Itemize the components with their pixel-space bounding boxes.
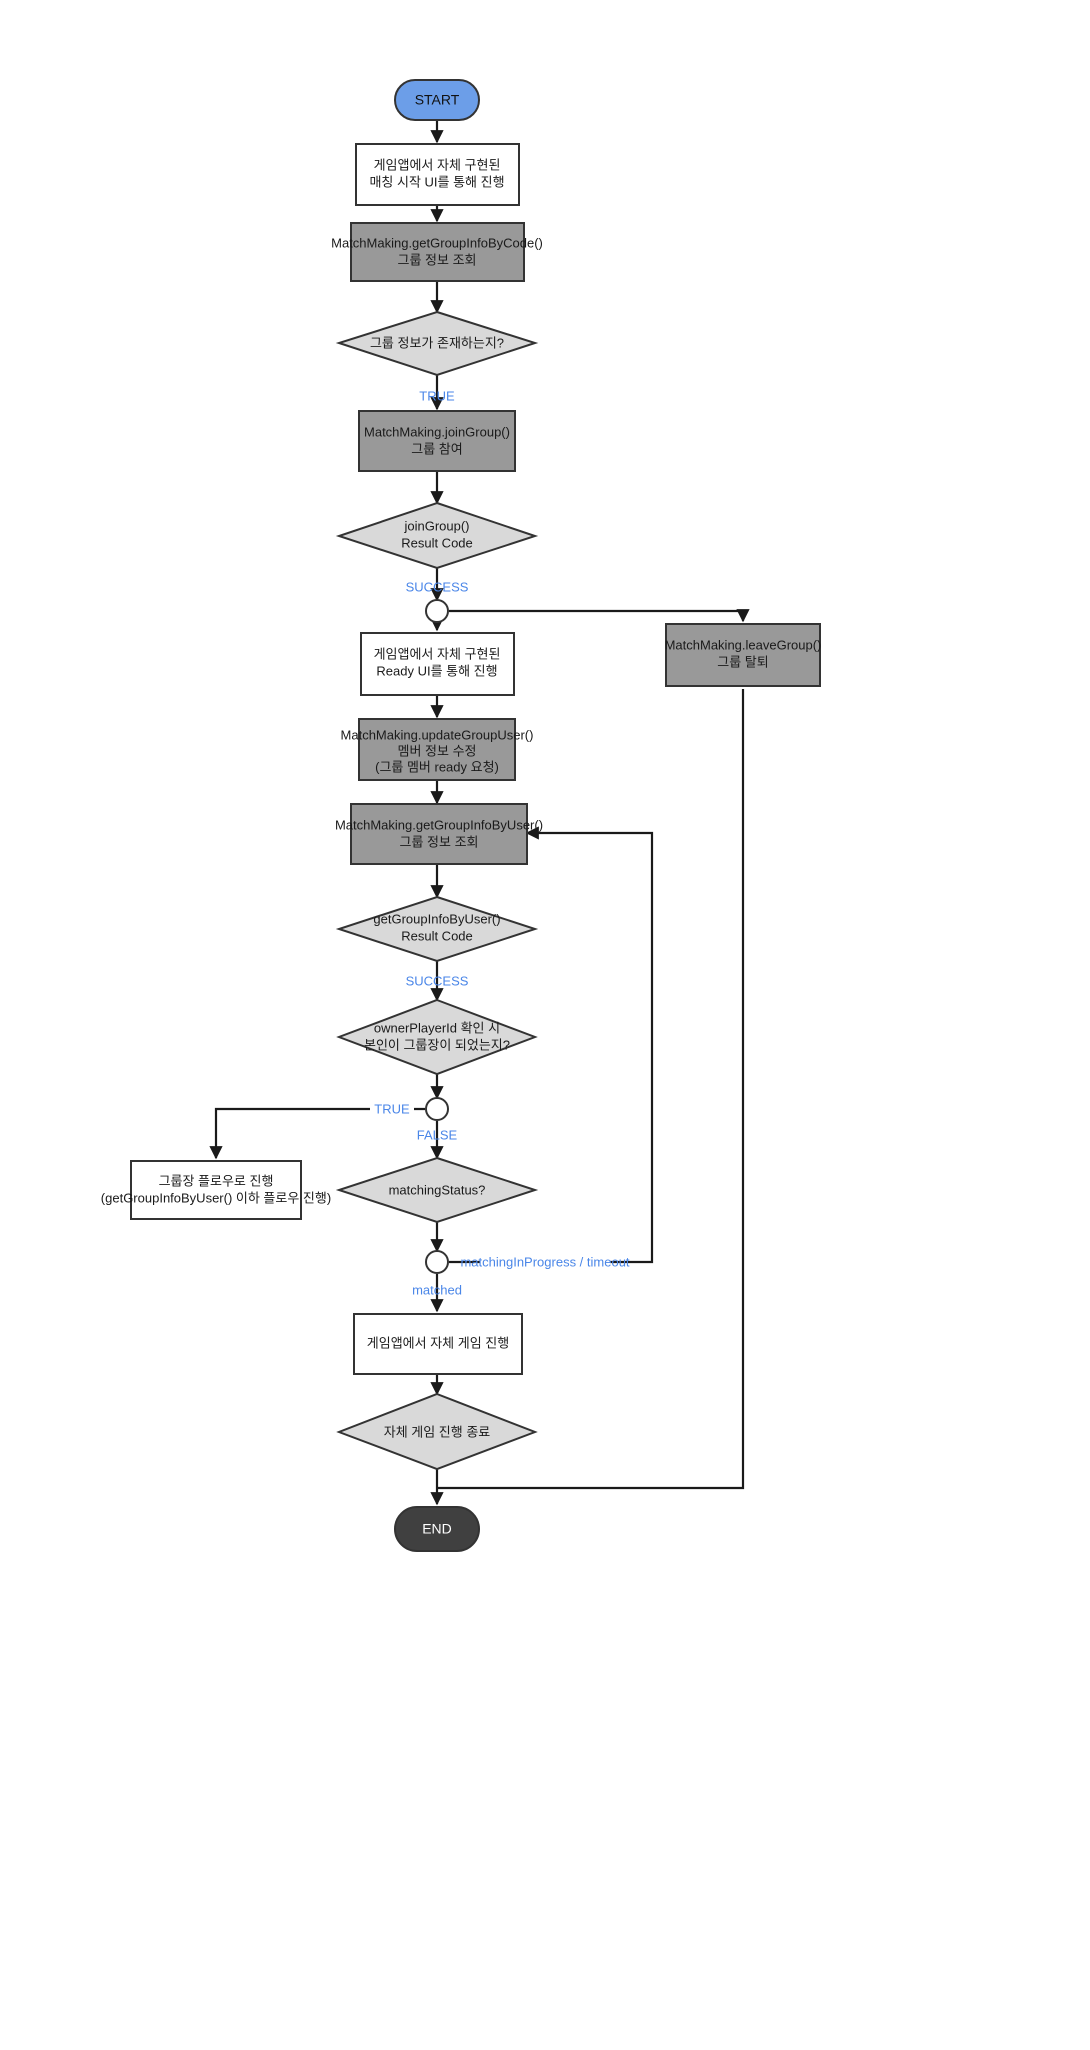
node-get-group-info-by-user-result-line1: getGroupInfoByUser()	[373, 911, 500, 926]
node-matching-status-label: matchingStatus?	[389, 1182, 486, 1197]
node-get-group-info-by-user-result[interactable]: getGroupInfoByUser() Result Code	[335, 895, 539, 963]
junction-after-join-success	[425, 599, 449, 623]
node-owner-flow-line1: 그룹장 플로우로 진행	[159, 1173, 274, 1188]
node-join-group-result[interactable]: joinGroup() Result Code	[335, 501, 539, 570]
node-update-group-user[interactable]: MatchMaking.updateGroupUser() 멤버 정보 수정 (…	[341, 718, 534, 781]
edge-label-owner-false: FALSE	[417, 1127, 458, 1142]
node-ready-ui-line2: Ready UI를 통해 진행	[376, 663, 497, 678]
node-owner-check[interactable]: ownerPlayerId 확인 시 본인이 그룹장이 되었는지?	[336, 998, 538, 1076]
edge-label-owner-true: TRUE	[374, 1101, 410, 1116]
junction-owner-check	[425, 1097, 449, 1121]
node-get-group-info-by-code-line2: 그룹 정보 조회	[398, 252, 477, 267]
edge-label-join-group-success: SUCCESS	[406, 579, 469, 594]
node-join-group[interactable]: MatchMaking.joinGroup() 그룹 참여	[358, 410, 516, 472]
edge-label-matched: matched	[412, 1282, 462, 1297]
node-join-group-line1: MatchMaking.joinGroup()	[364, 424, 510, 439]
edge-label-matching-in-progress: matchingInProgress / timeout	[460, 1254, 629, 1269]
node-owner-check-line2: 본인이 그룹장이 되었는지?	[364, 1037, 510, 1052]
node-owner-check-line1: ownerPlayerId 확인 시	[374, 1020, 500, 1035]
node-start-label: START	[415, 92, 460, 108]
node-leave-group-line2: 그룹 탈퇴	[717, 654, 768, 669]
node-get-group-info-by-user-line2: 그룹 정보 조회	[400, 834, 479, 849]
node-owner-flow[interactable]: 그룹장 플로우로 진행 (getGroupInfoByUser() 이하 플로우…	[101, 1160, 331, 1220]
edge-label-group-exists-true: TRUE	[419, 388, 455, 403]
node-match-start-ui-line2: 매칭 시작 UI를 통해 진행	[369, 174, 504, 189]
node-matching-status[interactable]: matchingStatus?	[335, 1156, 539, 1224]
node-join-group-line2: 그룹 참여	[411, 441, 462, 456]
node-end-label: END	[422, 1521, 452, 1537]
node-update-group-user-line1: MatchMaking.updateGroupUser()	[341, 727, 534, 742]
node-game-finished-label: 자체 게임 진행 종료	[384, 1424, 491, 1439]
node-play-game-label: 게임앱에서 자체 게임 진행	[367, 1335, 509, 1350]
node-match-start-ui-line1: 게임앱에서 자체 구현된	[374, 157, 501, 172]
node-game-finished[interactable]: 자체 게임 진행 종료	[336, 1392, 538, 1471]
node-play-game[interactable]: 게임앱에서 자체 게임 진행	[353, 1313, 523, 1375]
node-group-exists-label: 그룹 정보가 존재하는지?	[370, 335, 504, 350]
node-ready-ui[interactable]: 게임앱에서 자체 구현된 Ready UI를 통해 진행	[360, 632, 515, 696]
edge-label-matching-in-progress-bg	[480, 1254, 610, 1270]
node-update-group-user-line2: 멤버 정보 수정	[398, 743, 477, 758]
node-start[interactable]: START	[394, 79, 480, 121]
node-get-group-info-by-code[interactable]: MatchMaking.getGroupInfoByCode() 그룹 정보 조…	[331, 222, 543, 282]
node-ready-ui-line1: 게임앱에서 자체 구현된	[374, 646, 501, 661]
node-group-exists[interactable]: 그룹 정보가 존재하는지?	[335, 310, 539, 377]
node-join-group-result-line1: joinGroup()	[403, 518, 469, 533]
node-end[interactable]: END	[394, 1506, 480, 1552]
node-get-group-info-by-user[interactable]: MatchMaking.getGroupInfoByUser() 그룹 정보 조…	[335, 803, 543, 865]
node-match-start-ui[interactable]: 게임앱에서 자체 구현된 매칭 시작 UI를 통해 진행	[355, 143, 520, 206]
node-update-group-user-line3: (그룹 멤버 ready 요청)	[375, 759, 499, 774]
junction-matching-status	[425, 1250, 449, 1274]
edge-label-owner-true-bg	[370, 1101, 414, 1117]
node-get-group-info-by-user-result-line2: Result Code	[401, 928, 473, 943]
node-get-group-info-by-code-line1: MatchMaking.getGroupInfoByCode()	[331, 235, 543, 250]
edge-junction-to-leavegroup	[449, 609, 750, 623]
node-leave-group[interactable]: MatchMaking.leaveGroup() 그룹 탈퇴	[665, 623, 822, 687]
edge-label-get-group-info-success: SUCCESS	[406, 973, 469, 988]
edge-ownerjunction-to-ownerflow	[209, 1107, 425, 1160]
node-leave-group-line1: MatchMaking.leaveGroup()	[665, 637, 822, 652]
edge-leavegroup-to-end-rail	[437, 689, 745, 1490]
node-get-group-info-by-user-line1: MatchMaking.getGroupInfoByUser()	[335, 817, 543, 832]
node-join-group-result-line2: Result Code	[401, 535, 473, 550]
node-owner-flow-line2: (getGroupInfoByUser() 이하 플로우 진행)	[101, 1190, 331, 1205]
